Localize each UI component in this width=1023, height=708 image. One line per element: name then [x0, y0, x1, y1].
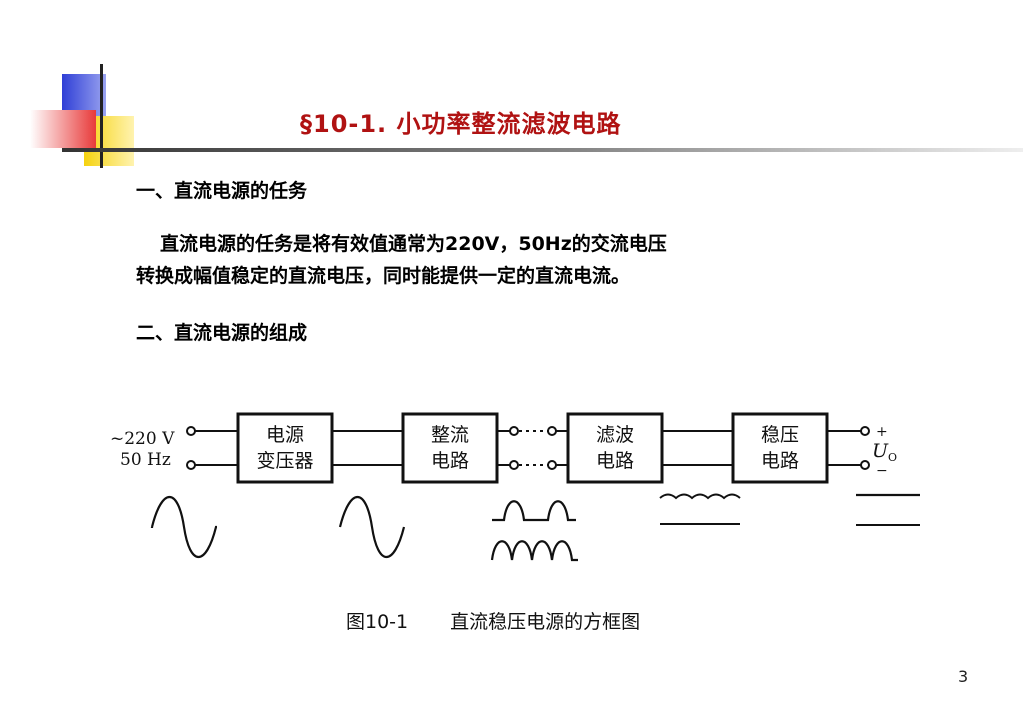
output-terminal-bottom: [860, 460, 870, 470]
waveform-full-wave: [490, 540, 578, 562]
block-rectifier-line2: 电路: [431, 450, 469, 472]
block-regulator-line2: 电路: [761, 450, 799, 472]
deco-vertical-rule: [100, 64, 103, 168]
task-paragraph: 直流电源的任务是将有效值通常为220V，50Hz的交流电压 转换成幅值稳定的直流…: [136, 228, 836, 292]
header-decoration: [30, 64, 1023, 168]
block-transformer-line1: 电源: [266, 424, 304, 446]
slide-title: §10-1. 小功率整流滤波电路: [300, 110, 622, 138]
section-heading-task: 一、直流电源的任务: [136, 180, 308, 202]
waveform-filtered-ripple: [659, 493, 741, 500]
paragraph-line-2: 转换成幅值稳定的直流电压，同时能提供一定的直流电流。: [136, 265, 631, 287]
output-voltage-subscript: O: [888, 451, 897, 464]
page-number: 3: [958, 667, 969, 686]
input-frequency-label: 50 Hz: [120, 450, 171, 470]
figure-number: 图10-1: [346, 611, 409, 633]
block-regulator-line1: 稳压: [761, 424, 799, 446]
output-plus-sign: +: [876, 424, 888, 440]
paragraph-line-1: 直流电源的任务是将有效值通常为220V，50Hz的交流电压: [160, 233, 667, 255]
block-transformer: [236, 412, 334, 484]
block-rectifier: [401, 412, 499, 484]
output-voltage-label: U: [872, 440, 889, 462]
section-heading-composition: 二、直流电源的组成: [136, 322, 308, 344]
block-rectifier-line1: 整流: [431, 424, 469, 446]
waveform-ac-transformer: [338, 495, 406, 559]
block-diagram: ~220 V 50 Hz 电源 变压器 整流 电路 滤波 电路 稳压 电路 + …: [110, 412, 920, 562]
input-terminal-top: [186, 426, 196, 436]
input-voltage-label: ~220 V: [110, 429, 175, 449]
block-filter-line1: 滤波: [596, 424, 634, 446]
deco-horizontal-rule: [62, 148, 1023, 152]
deco-red-square: [30, 110, 96, 148]
block-regulator: [731, 412, 829, 484]
block-transformer-line2: 变压器: [256, 450, 313, 472]
waveform-ac-input: [150, 495, 218, 559]
input-terminal-bottom: [186, 460, 196, 470]
waveform-half-wave: [492, 500, 576, 522]
svg-text:UO: UO: [872, 440, 897, 464]
figure-caption: 图10-1 直流稳压电源的方框图: [346, 607, 640, 634]
output-terminal-top: [860, 426, 870, 436]
block-filter: [566, 412, 664, 484]
block-filter-line2: 电路: [596, 450, 634, 472]
figure-caption-text: 直流稳压电源的方框图: [450, 611, 641, 633]
output-minus-sign: −: [876, 463, 888, 479]
